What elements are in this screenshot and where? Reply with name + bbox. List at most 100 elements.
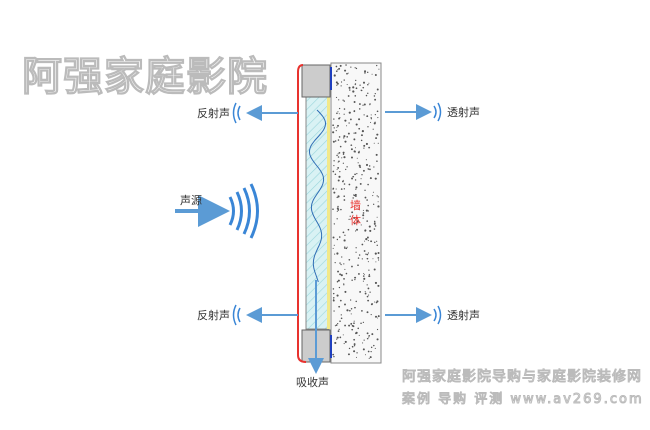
wall-speckle xyxy=(353,343,356,346)
wall-speckle xyxy=(355,247,357,249)
wall-speckle xyxy=(372,258,374,260)
wall-speckle xyxy=(360,89,362,92)
wall-speckle xyxy=(332,288,335,290)
wall-speckle xyxy=(344,234,346,236)
transmitted-label-top: 透射声 xyxy=(447,106,480,119)
wall-speckle xyxy=(347,72,349,74)
wall-speckle xyxy=(339,262,341,264)
wall-speckle xyxy=(338,305,341,308)
wall-speckle xyxy=(332,299,335,302)
wall-speckle xyxy=(338,175,341,178)
wall-speckle xyxy=(343,277,345,280)
wall-speckle xyxy=(376,195,378,197)
wall-speckle xyxy=(346,246,348,248)
wall-speckle xyxy=(351,345,354,348)
wall-speckle xyxy=(354,179,357,181)
wall-speckle xyxy=(358,118,361,121)
wall-speckle xyxy=(364,70,367,73)
wall-speckle xyxy=(337,124,339,127)
wall-speckle xyxy=(353,345,356,347)
wall-speckle xyxy=(337,156,340,158)
wall-speckle xyxy=(346,84,348,86)
wall-speckle xyxy=(340,317,343,320)
wall-speckle xyxy=(332,124,335,127)
wall-speckle xyxy=(343,195,346,197)
wall-speckle xyxy=(354,95,357,97)
wall-speckle xyxy=(351,324,354,327)
reflected-label-top: 反射声 xyxy=(197,107,230,120)
wall-speckle xyxy=(342,231,345,234)
wall-speckle xyxy=(359,103,361,105)
wall-speckle xyxy=(352,175,355,178)
wall-speckle xyxy=(367,252,370,254)
wall-speckle xyxy=(365,142,368,146)
wall-speckle xyxy=(336,112,338,115)
wall-speckle xyxy=(337,270,340,273)
wall-speckle xyxy=(370,118,372,120)
wall-speckle xyxy=(338,286,341,289)
wall-speckle xyxy=(337,153,339,155)
wall-speckle xyxy=(367,294,370,296)
wall-speckle xyxy=(350,156,353,159)
wall-speckle xyxy=(342,153,345,155)
wall-speckle xyxy=(356,172,358,175)
wall-speckle xyxy=(339,117,341,119)
wall-speckle xyxy=(343,188,346,190)
wall-speckle xyxy=(369,168,371,171)
wall-speckle xyxy=(376,240,378,242)
wall-speckle xyxy=(335,65,338,68)
wall-speckle xyxy=(333,118,335,120)
wall-speckle xyxy=(349,89,351,91)
wall-speckle xyxy=(344,324,347,327)
wall-speckle xyxy=(371,333,374,336)
wall-speckle xyxy=(358,254,361,256)
wall-speckle xyxy=(339,64,342,67)
wall-speckle xyxy=(355,87,358,90)
wall-speckle xyxy=(343,137,345,139)
wall-speckle xyxy=(351,328,354,331)
wall-speckle xyxy=(332,188,334,190)
watermark-top-left: 阿强家庭影院 xyxy=(22,54,268,100)
wall-speckle xyxy=(340,81,343,83)
wall-speckle xyxy=(343,342,345,345)
wall-speckle xyxy=(374,252,377,255)
wall-speckle xyxy=(368,273,371,276)
wall-speckle xyxy=(333,165,335,167)
wall-speckle xyxy=(367,350,370,353)
wall-speckle xyxy=(373,222,376,225)
wall-speckle xyxy=(367,261,369,263)
wall-speckle xyxy=(338,136,341,138)
wall-speckle xyxy=(366,337,369,340)
wall-speckle xyxy=(332,292,335,295)
wall-speckle xyxy=(339,299,342,302)
wall-speckle xyxy=(342,162,344,164)
wall-speckle xyxy=(346,136,349,138)
wall-speckle xyxy=(359,84,361,86)
wall-speckle xyxy=(368,146,371,149)
wall-speckle xyxy=(333,191,336,194)
wall-speckle xyxy=(333,160,335,162)
wall-speckle xyxy=(342,99,344,101)
wall-speckle xyxy=(366,284,368,286)
wall-speckle xyxy=(377,252,380,255)
wall-speckle xyxy=(339,320,341,322)
wall-speckle xyxy=(376,88,379,91)
wall-speckle xyxy=(344,340,347,344)
wall-speckle xyxy=(357,162,359,164)
wall-speckle xyxy=(377,315,380,318)
wall-speckle xyxy=(366,257,369,260)
wall-speckle xyxy=(367,126,369,128)
wall-speckle xyxy=(364,189,366,192)
wall-speckle xyxy=(375,261,377,263)
wall-speckle xyxy=(350,148,353,151)
wall-speckle xyxy=(370,314,372,316)
wall-speckle xyxy=(367,71,369,74)
wall-speckle xyxy=(337,205,339,208)
wall-speckle xyxy=(377,317,379,319)
wall-speckle xyxy=(340,274,343,277)
wall-speckle xyxy=(362,342,364,344)
wall-speckle xyxy=(368,82,370,84)
wall-speckle xyxy=(333,355,335,358)
wall-speckle xyxy=(373,344,375,347)
wall-speckle xyxy=(361,310,363,312)
